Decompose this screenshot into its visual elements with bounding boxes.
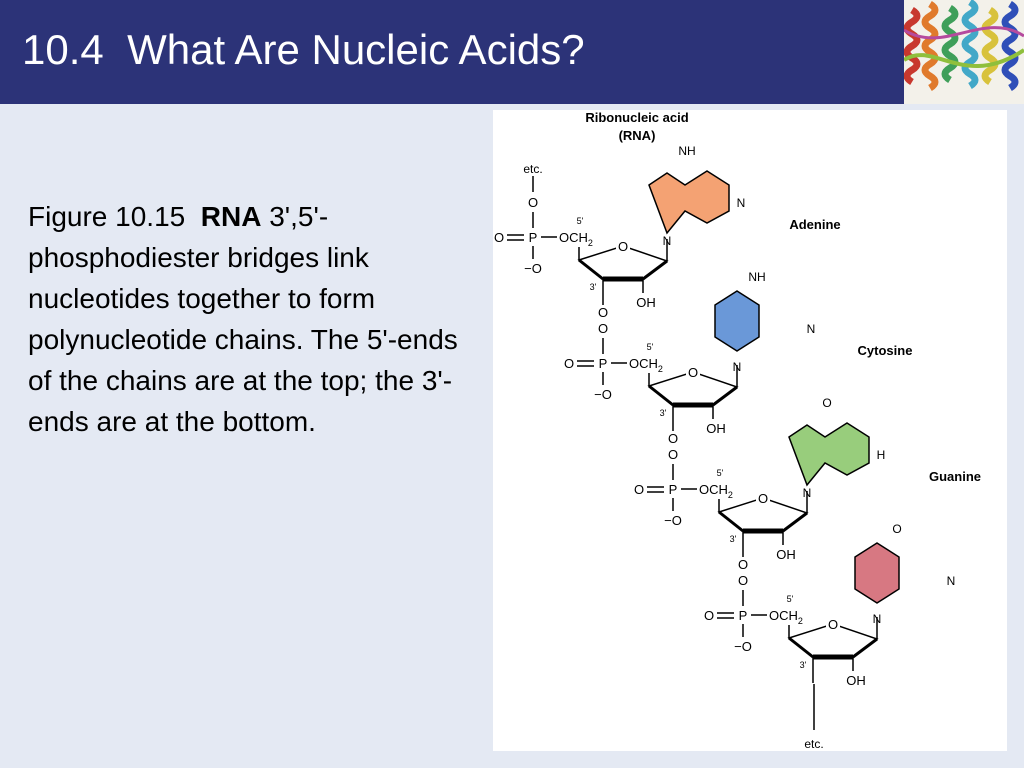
base-name-guanine: Guanine: [929, 469, 981, 484]
five-prime-label: 5': [717, 468, 724, 478]
phosphate-double-bond-oxygen: O: [634, 482, 644, 497]
nucleotide-chain: POO−OOCH25'O3'OHONNHNAdeninePOO−OOCH25'O…: [494, 144, 1007, 688]
ring-oxygen: O: [618, 239, 628, 254]
etc-top-label: etc.: [523, 162, 542, 176]
phosphate-charged-oxygen: −O: [664, 513, 682, 528]
bridge-oxygen: O: [598, 305, 608, 320]
base-name-cytosine: Cytosine: [858, 343, 913, 358]
caption-text: 3',5'-phosphodiester bridges link nucleo…: [28, 201, 458, 437]
five-prime-label: 5': [787, 594, 794, 604]
figure-title-line1: Ribonucleic acid: [585, 110, 688, 125]
base-ring-atom: N: [807, 322, 816, 336]
slide-title: 10.4 What Are Nucleic Acids?: [22, 26, 585, 73]
base-ring-cytosine: [714, 290, 760, 352]
base-ring-atom: N: [947, 574, 956, 588]
glycosidic-nitrogen: N: [733, 360, 742, 374]
och2-group: OCH2: [769, 608, 803, 626]
och2-group: OCH2: [629, 356, 663, 374]
hydroxyl-group: OH: [846, 673, 866, 688]
ring-oxygen: O: [758, 491, 768, 506]
bridge-oxygen: O: [668, 431, 678, 446]
phosphate-charged-oxygen: −O: [524, 261, 542, 276]
ring-oxygen-mask: [686, 364, 700, 378]
ring-oxygen: O: [828, 617, 838, 632]
phosphate-bridge-oxygen: O: [598, 321, 608, 336]
phosphate-double-bond-oxygen: O: [704, 608, 714, 623]
figure-title-line2: (RNA): [619, 128, 656, 143]
ring-oxygen-mask: [616, 238, 630, 252]
three-prime-label: 3': [660, 408, 667, 418]
ribose-left-edge: [578, 258, 604, 281]
three-prime-label: 3': [730, 534, 737, 544]
phosphorus-atom: P: [739, 608, 748, 623]
base-substituent: O: [822, 396, 831, 410]
ring-oxygen-mask: [826, 616, 840, 630]
base-name-adenine: Adenine: [789, 217, 840, 232]
protein-ribbon-icon: [904, 0, 1024, 104]
hydroxyl-group: OH: [706, 421, 726, 436]
base-substituent: NH: [748, 270, 765, 284]
three-prime-label: 3': [800, 660, 807, 670]
glycosidic-nitrogen: N: [803, 486, 812, 500]
phosphate-charged-oxygen: −O: [594, 387, 612, 402]
ring-oxygen: O: [688, 365, 698, 380]
nucleotide-adenine: P O O −O OCH2 5' O 3' OH O N NH N Adenine: [494, 144, 841, 320]
figure-label: Figure 10.15: [28, 201, 186, 232]
ring-oxygen-mask: [756, 490, 770, 504]
phosphorus-atom: P: [669, 482, 678, 497]
phosphorus-atom: P: [529, 230, 538, 245]
etc-bottom-label: etc.: [804, 737, 823, 751]
och2-group: OCH2: [699, 482, 733, 500]
phosphate-bridge-oxygen: O: [668, 447, 678, 462]
three-prime-label: 3': [590, 282, 597, 292]
hydroxyl-group: OH: [636, 295, 656, 310]
phosphorus-atom: P: [599, 356, 608, 371]
ribose-left-edge: [788, 636, 814, 659]
phosphate-double-bond-oxygen: O: [494, 230, 504, 245]
five-prime-label: 5': [647, 342, 654, 352]
hydroxyl-group: OH: [776, 547, 796, 562]
glycosidic-nitrogen: N: [663, 234, 672, 248]
title-bar: 10.4 What Are Nucleic Acids?: [0, 0, 1024, 104]
base-ring-atom: H: [877, 448, 886, 462]
base-ring-uracil: [854, 542, 900, 604]
ribose-left-edge: [648, 384, 674, 407]
base-ring-adenine: [648, 170, 730, 235]
och2-group: OCH2: [559, 230, 593, 248]
glycosidic-nitrogen: N: [873, 612, 882, 626]
rna-structure-diagram: Ribonucleic acid (RNA) etc. etc. POO−OOC…: [494, 110, 1007, 751]
ribose-right-edge: [782, 511, 808, 533]
base-ring-atom: N: [737, 196, 746, 210]
ribose-right-edge: [852, 637, 878, 659]
phosphate-double-bond-oxygen: O: [564, 356, 574, 371]
ribose-right-edge: [642, 259, 668, 281]
phosphate-bridge-oxygen: O: [528, 195, 538, 210]
base-substituent: O: [892, 522, 901, 536]
five-prime-label: 5': [577, 216, 584, 226]
figure-caption: Figure 10.15 RNA 3',5'-phosphodiester br…: [28, 196, 473, 442]
base-substituent: NH: [678, 144, 695, 158]
protein-structure-image: [904, 0, 1024, 104]
ribose-right-edge: [712, 385, 738, 407]
ribose-left-edge: [718, 510, 744, 533]
phosphate-bridge-oxygen: O: [738, 573, 748, 588]
figure-name: RNA: [200, 201, 262, 232]
phosphate-charged-oxygen: −O: [734, 639, 752, 654]
base-ring-guanine: [788, 422, 870, 487]
bridge-oxygen: O: [738, 557, 748, 572]
